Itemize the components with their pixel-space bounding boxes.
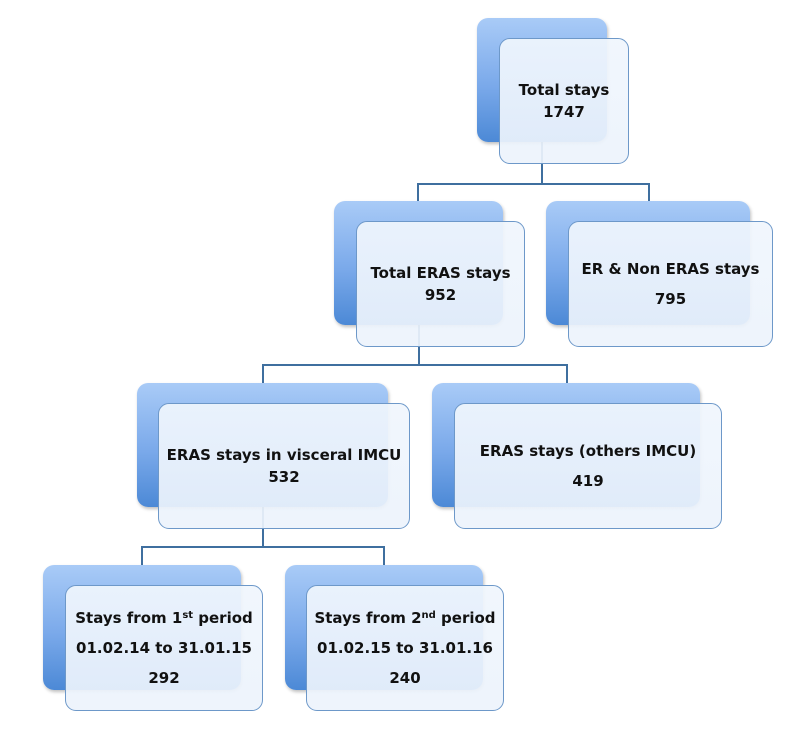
node-front-shape (356, 221, 525, 347)
node-front-shape (158, 403, 410, 529)
node-title: ERAS stays in visceral IMCU (166, 446, 402, 464)
node-count: 795 (654, 290, 687, 308)
node-label: Total ERAS stays 952 (356, 221, 525, 347)
node-title: Total stays (518, 81, 610, 99)
connector-to-period2 (383, 546, 385, 566)
node-count: 292 (148, 669, 180, 687)
node-label: Stays from 1st period 01.02.14 to 31.01.… (65, 585, 263, 711)
node-title: ER & Non ERAS stays (581, 260, 760, 278)
node-dates: 01.02.14 to 31.01.15 (76, 639, 252, 657)
connector-level2-horizontal (262, 364, 567, 366)
node-front-shape (65, 585, 263, 711)
node-front-shape (568, 221, 773, 347)
node-front-shape (499, 38, 629, 164)
node-count: 532 (268, 468, 300, 486)
node-count: 952 (424, 286, 457, 304)
node-count: 240 (389, 669, 421, 687)
node-title: ERAS stays (others IMCU) (479, 442, 697, 460)
connector-to-eras (417, 183, 419, 202)
node-title: Stays from 2nd period (314, 609, 496, 627)
ordinal-suffix: st (182, 610, 194, 621)
connector-level1-horizontal (417, 183, 649, 185)
node-dates: 01.02.15 to 31.01.16 (317, 639, 493, 657)
node-label: ERAS stays in visceral IMCU 532 (158, 403, 410, 529)
connector-to-others (566, 364, 568, 384)
node-front-shape (454, 403, 722, 529)
node-count: 1747 (543, 103, 585, 121)
connector-to-period1 (141, 546, 143, 566)
node-label: Stays from 2nd period 01.02.15 to 31.01.… (306, 585, 504, 711)
connector-to-non-eras (648, 183, 650, 202)
node-count: 419 (572, 472, 604, 490)
node-front-shape (306, 585, 504, 711)
node-title: Stays from 1st period (75, 609, 253, 627)
node-title: Total ERAS stays (370, 264, 511, 282)
ordinal-suffix: nd (421, 610, 436, 621)
connector-to-visceral (262, 364, 264, 384)
connector-level3-horizontal (141, 546, 384, 548)
node-label: ERAS stays (others IMCU) 419 (454, 403, 722, 529)
node-label: Total stays 1747 (499, 38, 629, 164)
node-label: ER & Non ERAS stays 795 (568, 221, 773, 347)
